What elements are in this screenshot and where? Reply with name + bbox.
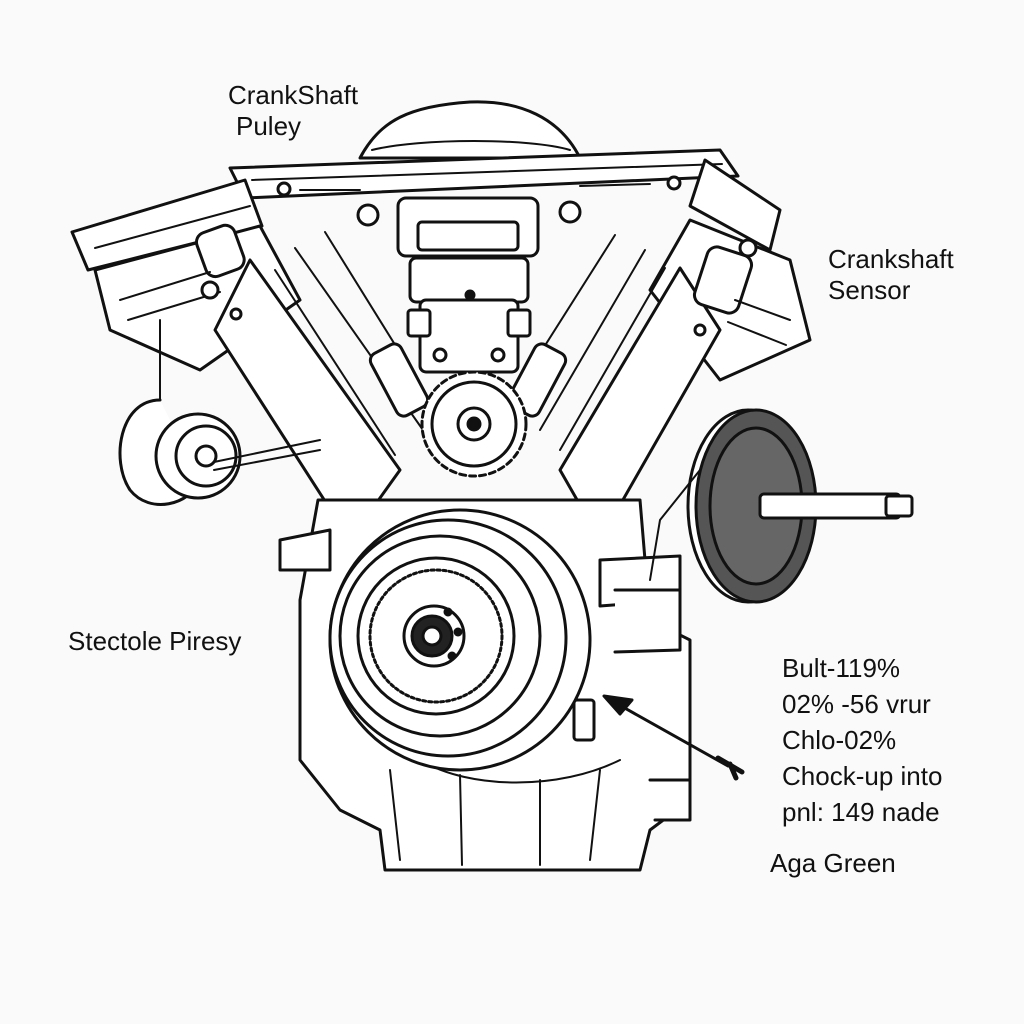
spec-line: Chock-up into xyxy=(782,761,943,791)
spec-notes: Bult-119% 02% -56 vrur Chlo-02% Chock-up… xyxy=(782,650,942,830)
crankshaft-pulley-label: CrankShaft Puley xyxy=(228,80,359,141)
spec-line: Bult-119% xyxy=(782,653,901,683)
central-stack xyxy=(396,196,540,374)
crank-pulley xyxy=(328,508,592,772)
intake-manifold xyxy=(70,100,782,272)
left-cylinder-bank xyxy=(93,223,431,542)
right-dark-wheel xyxy=(649,408,914,604)
side-label: Stectole Piresy xyxy=(68,626,242,656)
left-accessory-pulley xyxy=(118,398,321,506)
center-gear xyxy=(420,370,528,478)
right-cylinder-bank xyxy=(506,218,812,542)
footer-label: Aga Green xyxy=(770,848,896,878)
spec-line: pnl: 149 nade xyxy=(782,797,940,827)
leader-arrow xyxy=(602,694,745,781)
spec-line: Chlo-02% xyxy=(782,725,897,755)
spec-line: 02% -56 vrur xyxy=(782,689,931,719)
crankshaft-sensor-label: Crankshaft Sensor xyxy=(828,244,954,305)
